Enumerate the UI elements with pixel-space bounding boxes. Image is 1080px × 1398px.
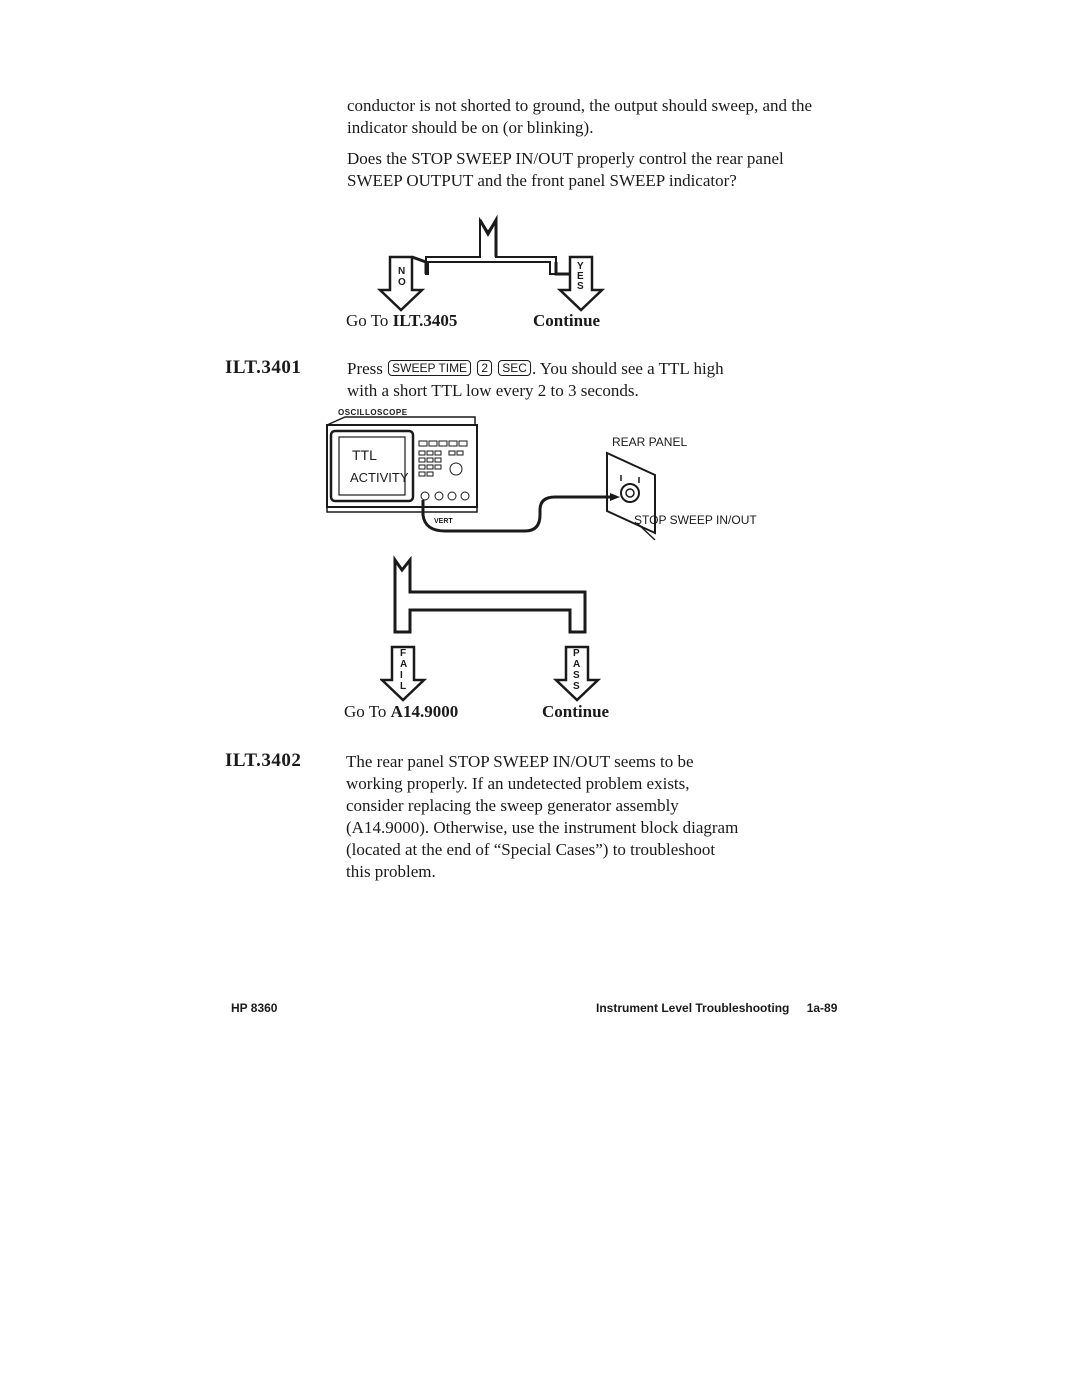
rear-panel-label: REAR PANEL (612, 435, 688, 449)
goto-prefix: Go To (344, 702, 387, 721)
fail-arrow-label: FAIL (400, 648, 408, 692)
text-line: this problem. (346, 862, 436, 881)
step-id-3401: ILT.3401 (225, 357, 302, 378)
yes-branch-continue: Continue (533, 311, 601, 330)
pass-branch-continue: Continue (542, 702, 610, 721)
instruction-line-2: with a short TTL low every 2 to 3 second… (347, 381, 639, 400)
fail-branch-goto: Go To A14.9000 (344, 702, 458, 722)
digit-2-key[interactable]: 2 (477, 360, 492, 376)
text-line: (located at the end of “Special Cases”) … (346, 840, 716, 859)
yes-arrow-label: YES (577, 261, 584, 292)
oscilloscope-icon (326, 416, 478, 513)
rear-panel-connector-icon (606, 451, 656, 541)
footer-section-title: Instrument Level Troubleshooting (596, 1001, 790, 1015)
oscilloscope-label: OSCILLOSCOPE (338, 408, 408, 417)
text-line: (A14.9000). Otherwise, use the instrumen… (346, 818, 739, 837)
goto-target-link[interactable]: A14.9000 (390, 702, 459, 721)
vert-label: VERT (434, 518, 453, 525)
footer-model: HP 8360 (231, 1001, 278, 1015)
no-arrow-label: NO (398, 266, 406, 288)
text-line: working properly. If an undetected probl… (346, 774, 690, 793)
intro-paragraph-2: Does the STOP SWEEP IN/OUT properly cont… (347, 149, 784, 190)
yes-arrow-icon (554, 255, 606, 312)
goto-target-link[interactable]: ILT.3405 (392, 311, 458, 330)
step-id-3402: ILT.3402 (225, 750, 302, 771)
goto-prefix: Go To (346, 311, 389, 330)
fail-arrow-icon (380, 645, 428, 702)
text-line: consider replacing the sweep generator a… (346, 796, 679, 815)
pass-arrow-label: PASS (573, 648, 581, 692)
text-line: The rear panel STOP SWEEP IN/OUT seems t… (346, 752, 694, 771)
decision-flow-2 (380, 555, 602, 702)
sec-key[interactable]: SEC (498, 360, 531, 376)
no-branch-goto: Go To ILT.3405 (346, 311, 457, 331)
step-3402-text: The rear panel STOP SWEEP IN/OUT seems t… (346, 751, 836, 883)
press-text: Press (347, 359, 383, 378)
test-setup-figure (326, 416, 656, 541)
sweep-time-key[interactable]: SWEEP TIME (388, 360, 472, 376)
decision-flow-1 (376, 214, 606, 312)
scope-screen-line-1: TTL (352, 447, 377, 463)
footer-page-number: 1a-89 (806, 1001, 838, 1015)
connector-label: STOP SWEEP IN/OUT (634, 513, 757, 527)
intro-paragraph-1: conductor is not shorted to ground, the … (347, 96, 813, 137)
instruction-rest: . You should see a TTL high (531, 359, 724, 378)
step-3401-instruction: Press SWEEP TIME 2 SEC. You should see a… (347, 358, 827, 402)
pass-arrow-icon (552, 645, 602, 702)
footer-section: Instrument Level Troubleshooting 1a-89 (596, 1001, 837, 1015)
scope-screen-line-2: ACTIVITY (350, 470, 409, 485)
no-arrow-icon (376, 255, 428, 312)
